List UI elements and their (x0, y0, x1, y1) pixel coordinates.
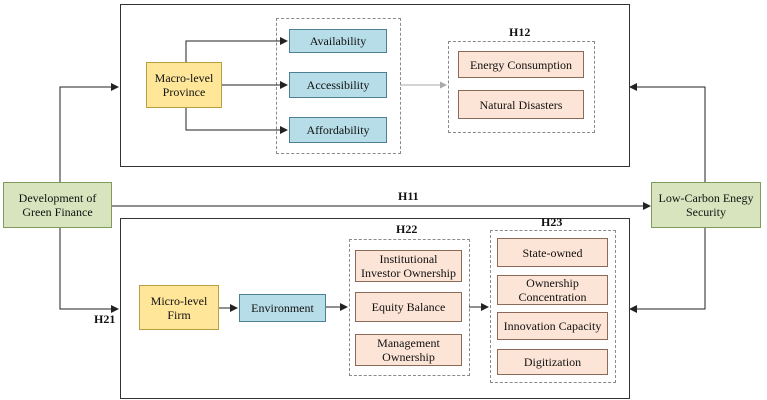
accessibility-node: Accessibility (289, 72, 387, 98)
institutional-investor-ownership-node: Institutional Investor Ownership (355, 250, 462, 282)
energy-security-node: Low-Carbon Enegy Security (651, 182, 761, 228)
innovation-capacity-node: Innovation Capacity (497, 312, 608, 340)
micro-firm-node: Micro-level Firm (139, 285, 219, 330)
availability-node: Availability (289, 29, 387, 53)
management-ownership-node: Management Ownership (355, 334, 462, 366)
green-finance-node: Development of Green Finance (3, 182, 112, 228)
arrow-province-to-availability (185, 37, 288, 62)
h22-label: H22 (396, 222, 418, 236)
arrow-province-to-affordability (185, 108, 288, 134)
natural-disasters-node: Natural Disasters (458, 90, 584, 119)
affordability-node: Affordability (289, 117, 387, 143)
digitization-node: Digitization (497, 349, 608, 375)
arrow-source-to-macro (59, 83, 119, 182)
h21-label: H21 (94, 312, 116, 326)
energy-consumption-node: Energy Consumption (458, 51, 584, 78)
h12-label: H12 (509, 25, 531, 39)
h11-label: H11 (398, 189, 419, 203)
arrow-source-to-micro (59, 228, 119, 313)
equity-balance-node: Equity Balance (355, 292, 462, 322)
arrow-target-to-micro (629, 228, 706, 313)
environment-node: Environment (239, 294, 326, 322)
arrow-target-to-macro (629, 83, 706, 182)
state-owned-node: State-owned (497, 238, 608, 267)
ownership-concentration-node: Ownership Concentration (497, 275, 608, 305)
h23-label: H23 (541, 215, 563, 229)
macro-province-node: Macro-level Province (146, 62, 222, 108)
